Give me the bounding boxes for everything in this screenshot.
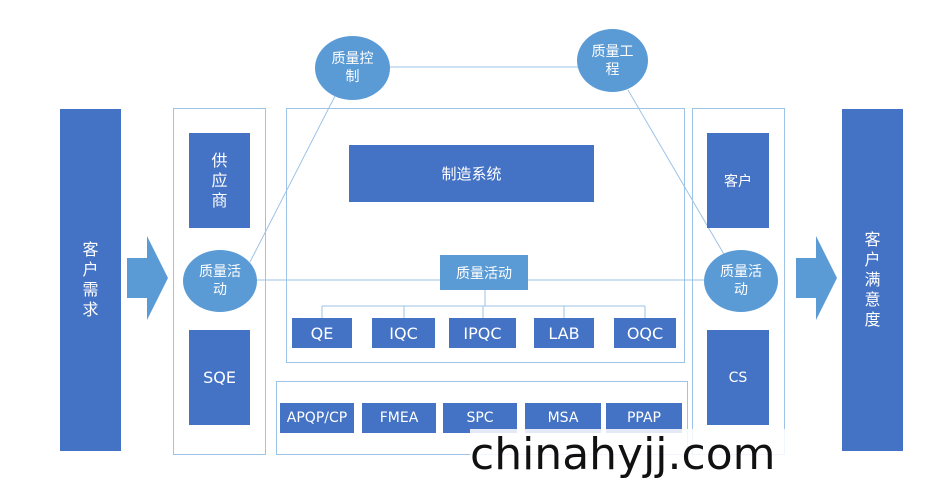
- tool-apqp-cp-label: APQP/CP: [286, 410, 348, 426]
- customer-satisfaction-label: 客户满意度: [864, 230, 881, 329]
- tool-apqp-cp: APQP/CP: [280, 403, 354, 433]
- customer-quality-activity-circle: 质量活动: [704, 250, 778, 312]
- supplier-quality-activity-label: 质量活动: [199, 264, 241, 298]
- customer-demand-label: 客户需求: [82, 240, 99, 319]
- center-quality-activity-box: 质量活动: [440, 255, 528, 290]
- sqe-label: SQE: [203, 368, 236, 387]
- quality-engineering-circle: 质量工程: [577, 29, 648, 92]
- tool-ppap-label: PPAP: [626, 410, 661, 426]
- tool-msa: MSA: [525, 403, 601, 433]
- center-quality-activity-label: 质量活动: [456, 265, 512, 282]
- customer-box: 客户: [707, 133, 769, 228]
- line-qc-to-supplier-activity: [249, 95, 336, 263]
- tool-ppap: PPAP: [606, 403, 682, 433]
- node-oqc: OQC: [614, 318, 676, 348]
- node-iqc: IQC: [372, 318, 435, 348]
- tool-spc-label: SPC: [466, 410, 494, 426]
- line-qe-to-customer-activity: [627, 89, 726, 257]
- node-ipqc: IPQC: [449, 318, 516, 348]
- manufacturing-system-label: 制造系统: [441, 165, 502, 183]
- customer-label: 客户: [724, 173, 752, 190]
- cs-box: CS: [707, 330, 769, 425]
- arrow-right: [796, 236, 837, 320]
- arrow-left: [127, 236, 168, 320]
- tool-fmea: FMEA: [362, 403, 436, 433]
- node-iqc-label: IQC: [389, 323, 418, 343]
- tool-fmea-label: FMEA: [379, 410, 419, 426]
- quality-control-label: 质量控制: [331, 51, 374, 85]
- supplier-column-frame: [173, 108, 266, 455]
- sqe-box: SQE: [189, 330, 250, 425]
- manufacturing-system-box: 制造系统: [349, 145, 594, 202]
- node-lab: LAB: [534, 318, 594, 348]
- supplier-label: 供应商: [211, 150, 228, 210]
- node-ipqc-label: IPQC: [463, 323, 502, 343]
- node-qe: QE: [292, 318, 352, 348]
- supplier-box: 供应商: [189, 133, 250, 228]
- cs-label: CS: [728, 369, 748, 386]
- tool-spc: SPC: [443, 403, 517, 433]
- manufacturing-frame: [286, 108, 685, 363]
- site-watermark: chinahyjj.com: [470, 429, 800, 481]
- node-oqc-label: OQC: [626, 323, 664, 343]
- customer-demand-bar: 客户需求: [60, 109, 121, 451]
- node-lab-label: LAB: [548, 323, 580, 343]
- customer-satisfaction-bar: 客户满意度: [842, 109, 903, 451]
- supplier-quality-activity-circle: 质量活动: [183, 250, 257, 312]
- quality-engineering-label: 质量工程: [591, 43, 634, 78]
- quality-control-circle: 质量控制: [315, 36, 390, 100]
- tool-msa-label: MSA: [547, 410, 579, 426]
- node-qe-label: QE: [310, 323, 334, 343]
- customer-quality-activity-label: 质量活动: [720, 264, 762, 298]
